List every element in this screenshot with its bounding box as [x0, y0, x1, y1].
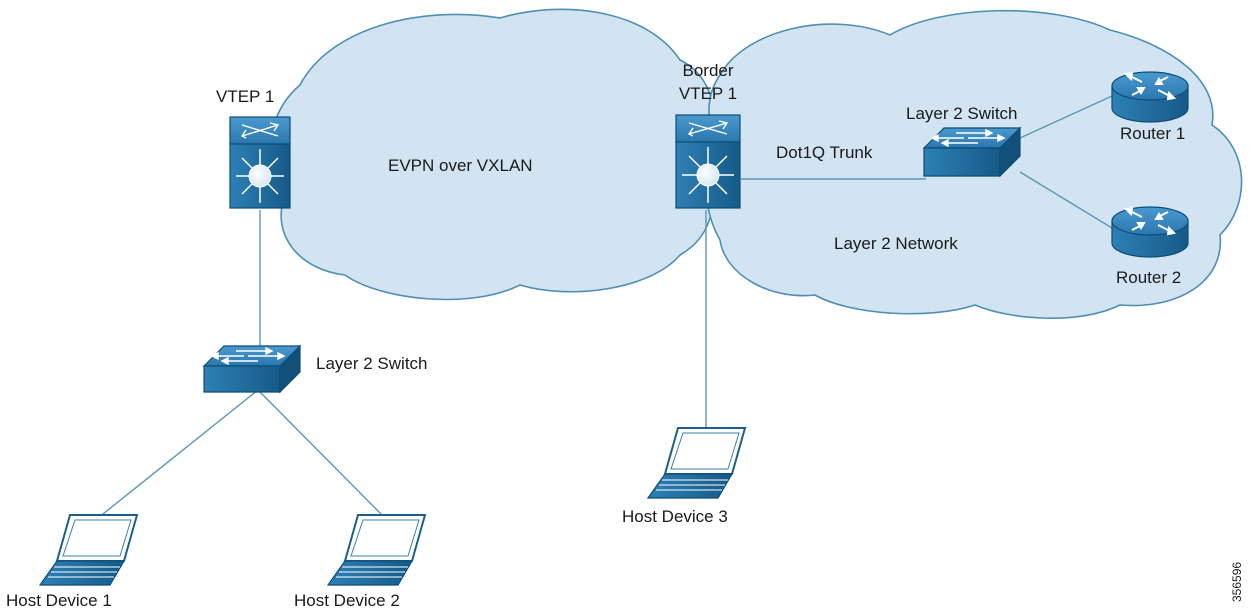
- border-vtep1-switch-icon[interactable]: [675, 114, 741, 209]
- evpn-cloud: [270, 8, 715, 301]
- evpn-cloud-label: EVPN over VXLAN: [388, 156, 533, 175]
- host1-laptop-icon[interactable]: [38, 514, 139, 586]
- layer2-network-label: Layer 2 Network: [834, 234, 958, 253]
- layer2-switch-top-label: Layer 2 Switch: [906, 104, 1018, 123]
- router2-icon[interactable]: [1111, 206, 1189, 258]
- links: [97, 95, 1113, 519]
- router1-icon[interactable]: [1111, 71, 1189, 123]
- link-switch-host2: [257, 389, 386, 519]
- border-vtep-label-line1: Border: [682, 61, 733, 80]
- router2-label: Router 2: [1116, 268, 1181, 287]
- host2-label: Host Device 2: [294, 591, 400, 610]
- figure-id-label: 356596: [1230, 562, 1244, 602]
- border-vtep-label-line2: VTEP 1: [679, 84, 737, 103]
- link-switch-router1: [1019, 95, 1113, 139]
- link-switch-host1: [97, 389, 259, 519]
- layer2-switch-top-icon[interactable]: [922, 126, 1022, 178]
- layer2-switch-bottom-label: Layer 2 Switch: [316, 354, 428, 373]
- vtep1-label: VTEP 1: [216, 87, 274, 106]
- link-switch-router2: [1019, 171, 1113, 229]
- layer2-switch-bottom-icon[interactable]: [202, 344, 302, 394]
- host2-laptop-icon[interactable]: [326, 514, 427, 586]
- trunk-label: Dot1Q Trunk: [776, 143, 873, 162]
- host3-laptop-icon[interactable]: [646, 427, 747, 499]
- host1-label: Host Device 1: [6, 591, 112, 610]
- router1-label: Router 1: [1120, 124, 1185, 143]
- vtep1-switch-icon[interactable]: [229, 116, 291, 209]
- host3-label: Host Device 3: [622, 507, 728, 526]
